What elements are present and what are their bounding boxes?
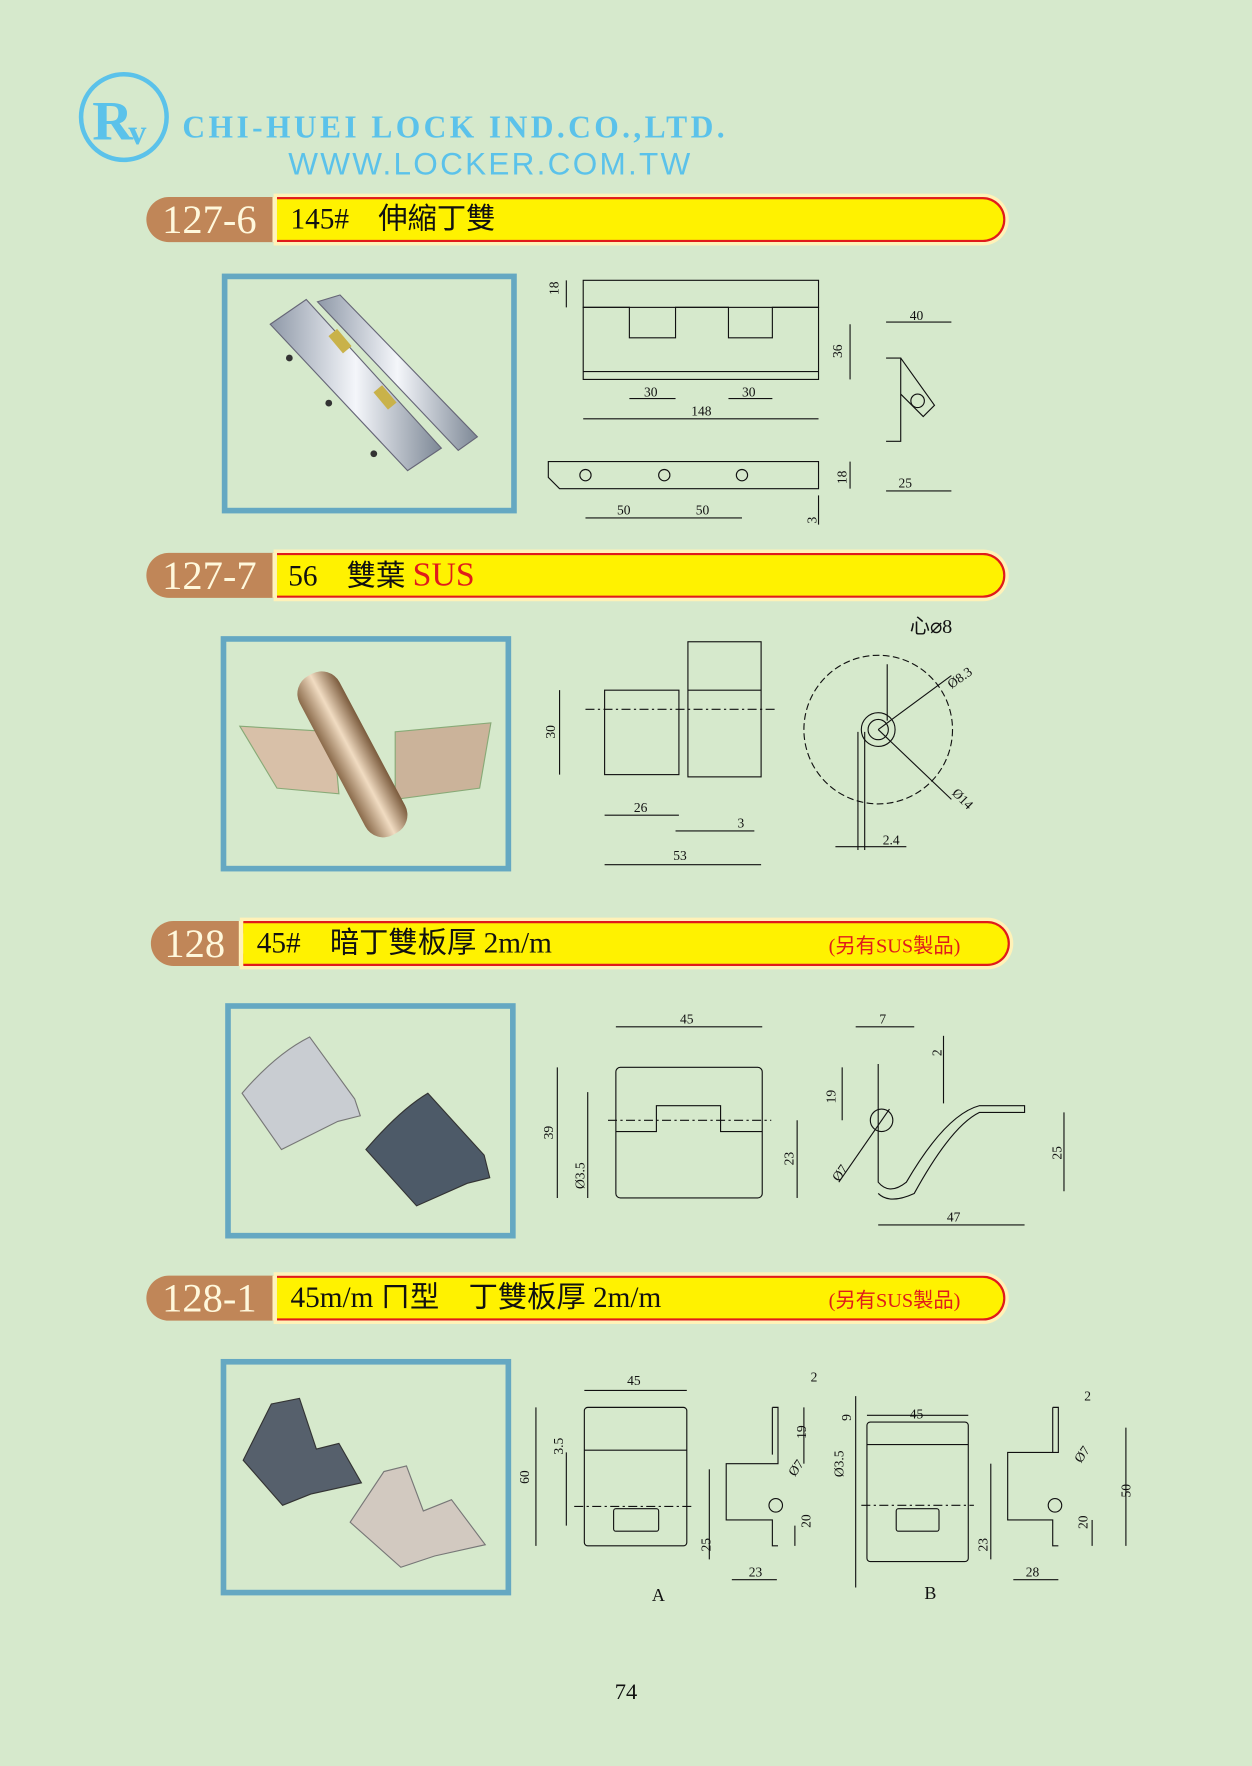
dim-label: 23 <box>749 1564 763 1579</box>
dim-label: 20 <box>799 1514 814 1528</box>
company-name: CHI-HUEI LOCK IND.CO.,LTD. <box>182 110 728 146</box>
product-photo-128-1 <box>220 1358 512 1596</box>
variant-a-label: A <box>652 1585 665 1605</box>
dim-label: 3.5 <box>551 1438 566 1455</box>
dim-label: 23 <box>975 1538 990 1552</box>
dim-label: Ø7 <box>829 1162 851 1184</box>
dim-label: Ø14 <box>949 785 976 812</box>
svg-text:R: R <box>92 91 134 153</box>
dim-label: 2 <box>1084 1389 1091 1404</box>
website-url: WWW.LOCKER.COM.TW <box>288 146 693 182</box>
dim-label: 50 <box>696 503 710 518</box>
page-number: 74 <box>614 1679 638 1705</box>
dim-label: 7 <box>879 1011 886 1026</box>
hinge-image <box>241 1036 491 1207</box>
dim-label: 53 <box>673 848 687 863</box>
dim-label: 25 <box>698 1538 713 1552</box>
product-photo-127-7 <box>220 636 512 872</box>
dim-label: 26 <box>634 800 648 815</box>
dim-label: 148 <box>691 403 712 418</box>
material-sus: SUS <box>412 556 475 594</box>
product-title: 45m/m ㄇ型 丁雙板厚 2m/m <box>290 1281 662 1314</box>
dim-label: 25 <box>1050 1146 1065 1160</box>
dim-label: 30 <box>543 725 558 739</box>
technical-drawing-127-7: 心⌀8 30 26 3 53 Ø8.3 Ø14 2.4 <box>543 616 976 866</box>
dim-label: 3 <box>804 517 819 524</box>
dim-label: 19 <box>823 1090 838 1104</box>
hinge-image <box>242 1397 487 1568</box>
dim-label: 45 <box>627 1373 641 1388</box>
company-logo: R v <box>78 72 169 163</box>
dim-label: 19 <box>794 1425 809 1439</box>
sus-note: (另有SUS製品) <box>828 1289 961 1312</box>
dim-label: Ø3.5 <box>572 1162 587 1189</box>
variant-b-label: B <box>924 1583 936 1603</box>
dim-label: 2 <box>929 1049 944 1056</box>
svg-text:v: v <box>128 112 147 152</box>
dim-label: 3 <box>737 816 744 831</box>
section-header-127-7: 127-7 56 雙葉 SUS <box>146 552 1007 598</box>
technical-drawing-128: 45 7 2 19 39 Ø3.5 23 Ø7 25 47 <box>541 1011 1065 1226</box>
technical-drawing-127-6: 18 36 30 30 148 40 50 50 18 3 25 <box>546 279 952 525</box>
dim-label: 25 <box>898 476 912 491</box>
product-code: 127-7 <box>146 552 277 598</box>
technical-drawing-128-1: 45 60 3.5 2 19 Ø7 25 20 23 A 9 45 Ø3.5 2… <box>517 1369 1133 1605</box>
product-code: 128 <box>150 920 244 967</box>
product-title: 56 雙葉 <box>288 559 406 593</box>
dim-label: 50 <box>1118 1484 1133 1498</box>
dim-label: 36 <box>830 344 845 358</box>
dim-label: 50 <box>617 503 631 518</box>
dim-label: 30 <box>742 384 756 399</box>
product-title: 45# 暗丁雙板厚 2m/m <box>256 926 552 960</box>
dim-label: 30 <box>644 384 658 399</box>
dim-label: 2 <box>811 1369 818 1384</box>
product-photo-127-6 <box>221 273 517 514</box>
dim-label: 39 <box>541 1126 556 1140</box>
center-note: 心⌀8 <box>910 616 953 638</box>
section-header-128: 128 45# 暗丁雙板厚 2m/m (另有SUS製品) <box>150 920 1012 967</box>
dim-label: 18 <box>835 470 850 484</box>
dim-label: 45 <box>910 1407 924 1422</box>
dim-label: Ø3.5 <box>831 1450 846 1477</box>
product-title: 145# 伸縮丁雙 <box>290 202 496 236</box>
dim-label: 9 <box>839 1414 854 1421</box>
sus-note: (另有SUS製品) <box>828 934 961 958</box>
dim-label: 18 <box>546 281 561 295</box>
dim-label: 40 <box>910 308 924 323</box>
hinge-image <box>238 671 492 838</box>
section-header-127-6: 127-6 145# 伸縮丁雙 <box>146 197 1007 243</box>
hinge-image <box>269 294 479 472</box>
dim-label: 2.4 <box>883 832 900 847</box>
dim-label: 20 <box>1076 1515 1091 1529</box>
product-title-group: 56 雙葉 SUS <box>288 555 474 597</box>
dim-label: 45 <box>680 1011 694 1026</box>
dim-label: 60 <box>517 1470 532 1484</box>
dim-label: 47 <box>947 1210 961 1225</box>
product-code: 127-6 <box>146 197 277 243</box>
dim-label: Ø7 <box>1071 1443 1093 1465</box>
product-code: 128-1 <box>146 1275 277 1321</box>
section-header-128-1: 128-1 45m/m ㄇ型 丁雙板厚 2m/m (另有SUS製品) <box>146 1275 1007 1321</box>
product-photo-128 <box>225 1003 516 1239</box>
dim-label: 28 <box>1026 1564 1040 1579</box>
dim-label: Ø8.3 <box>945 664 976 692</box>
dim-label: 23 <box>782 1152 797 1166</box>
